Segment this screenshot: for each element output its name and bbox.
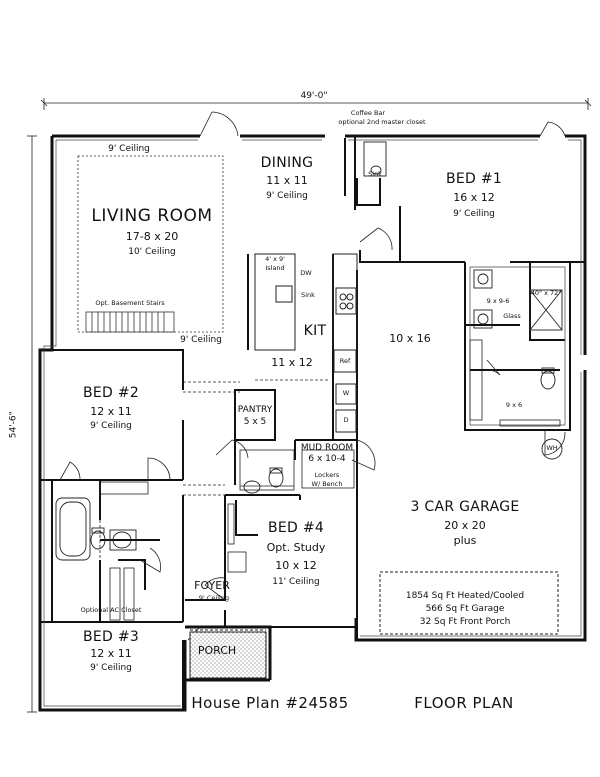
floor-plan-title: FLOOR PLAN — [414, 694, 514, 712]
area-garage: 566 Sq Ft Garage — [425, 604, 505, 614]
dining-ceiling: 9' Ceiling — [266, 191, 308, 201]
living-top-ceiling: 9' Ceiling — [108, 144, 150, 154]
exterior-walls — [38, 134, 587, 712]
garage-plus: plus — [453, 534, 477, 547]
foyer-ceiling: 9' Ceiling — [198, 594, 230, 602]
porch-area — [189, 631, 267, 679]
island-label: Island — [265, 264, 285, 272]
storage-size: 10 x 16 — [389, 332, 431, 345]
plan-number: House Plan #24585 — [191, 694, 349, 712]
living-room-name: LIVING ROOM — [91, 206, 213, 226]
coffee-bar-label: Coffee Bar — [350, 109, 386, 117]
water-heater-symbol — [541, 438, 563, 460]
lockers-note: Lockers — [314, 471, 340, 479]
bed3-ceiling: 9' Ceiling — [90, 663, 132, 673]
area-heated: 1854 Sq Ft Heated/Cooled — [405, 591, 525, 601]
kitchen-size: 11 x 12 — [271, 356, 313, 369]
glass-note: Glass — [503, 312, 521, 320]
refrigerator-label: Ref — [339, 357, 351, 365]
bed2-ceiling: 9' Ceiling — [90, 421, 132, 431]
washer-label: W — [342, 389, 350, 397]
master-closet-size: 9 x 6 — [505, 401, 523, 409]
water-heater-label: WH — [546, 444, 558, 452]
mud-room-size: 6 x 10-4 — [308, 454, 346, 464]
bed2-name: BED #2 — [82, 385, 140, 401]
dining-size: 11 x 11 — [266, 174, 308, 187]
ac-closet-note: Optional AC Closet — [80, 606, 142, 614]
pantry-size: 5 x 5 — [243, 417, 267, 427]
door-swings — [59, 111, 566, 641]
foyer-name: FOYER — [194, 579, 230, 592]
bath-fixtures — [55, 141, 563, 561]
dryer-label: D — [343, 416, 349, 424]
coffee-bar-option: optional 2nd master closet — [338, 118, 426, 126]
mud-room-name: MUD ROOM — [300, 443, 354, 453]
interior-walls — [40, 136, 585, 710]
island-sink-label: Sink — [301, 291, 315, 299]
master-bath-size: 9 x 9-6 — [486, 297, 510, 305]
garage-size: 20 x 20 — [444, 519, 486, 532]
bed2-size: 12 x 11 — [90, 405, 132, 418]
bed3-size: 12 x 11 — [90, 647, 132, 660]
bed1-ceiling: 9' Ceiling — [453, 209, 495, 219]
kitchen-name: KIT — [303, 323, 327, 339]
dining-name: DINING — [260, 155, 314, 171]
bed4-name: BED #4 — [267, 520, 325, 536]
pantry-name: PANTRY — [237, 405, 273, 415]
basement-stairs-note: Opt. Basement Stairs — [95, 299, 165, 307]
living-room-ceiling: 10' Ceiling — [128, 247, 176, 257]
area-porch: 32 Sq Ft Front Porch — [419, 617, 511, 627]
overall-width-label: 49'-0" — [300, 91, 328, 101]
bench-note: W/ Bench — [311, 480, 343, 488]
bed4-subtitle: Opt. Study — [266, 541, 326, 554]
bed4-size: 10 x 12 — [275, 559, 317, 572]
dishwasher-label: DW — [300, 269, 312, 277]
garage-name: 3 CAR GARAGE — [410, 499, 520, 515]
coffee-bar-sink: Sink — [368, 170, 382, 178]
bed3-name: BED #3 — [82, 629, 140, 645]
porch-name: PORCH — [197, 644, 237, 657]
openings — [99, 379, 330, 560]
bed4-ceiling: 11' Ceiling — [272, 577, 320, 587]
closet-shelves — [99, 339, 561, 621]
bed1-size: 16 x 12 — [453, 191, 495, 204]
shower-size: 40" x 72" — [530, 289, 562, 297]
dimension-lines — [27, 98, 592, 713]
basement-stairs — [85, 311, 175, 333]
bed1-name: BED #1 — [445, 171, 503, 187]
living-room-size: 17-8 x 20 — [125, 230, 179, 243]
kitchen-island — [254, 253, 358, 433]
island-size: 4' x 9' — [265, 255, 285, 263]
overall-depth-label: 54'-6" — [8, 411, 19, 439]
hall-ceiling-note: 9' Ceiling — [180, 335, 222, 345]
